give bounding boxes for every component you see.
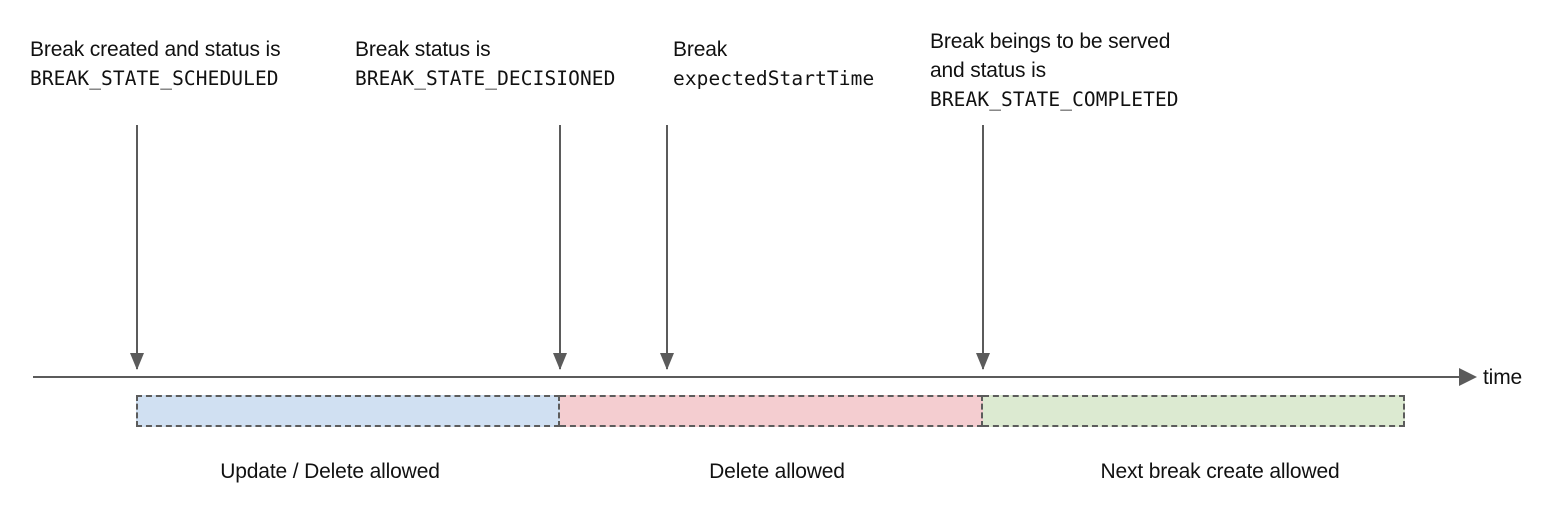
pointer-shaft (666, 125, 668, 369)
annotation-expected-start-time: Break expectedStartTime (673, 35, 874, 93)
phase-caption-delete: Delete allowed (709, 460, 845, 483)
phase-caption-next-create: Next break create allowed (1100, 460, 1340, 483)
annotation-decisioned: Break status is BREAK_STATE_DECISIONED (355, 35, 615, 93)
pointer-arrow-expected-start-time-icon (655, 125, 679, 370)
annotation-completed-line-1: Break beings to be served (930, 30, 1171, 53)
annotation-expected-start-time-line-2: expectedStartTime (673, 67, 875, 90)
arrow-right-icon (1459, 368, 1477, 386)
annotation-decisioned-line-2: BREAK_STATE_DECISIONED (355, 67, 616, 90)
phase-bar-delete (560, 395, 983, 427)
pointer-arrow-scheduled-icon (125, 125, 149, 370)
phase-bar-update-delete (136, 395, 560, 427)
pointer-arrow-completed-icon (971, 125, 995, 370)
pointer-shaft (136, 125, 138, 369)
annotation-completed: Break beings to be served and status is … (930, 27, 1179, 114)
timeline-axis-line (33, 376, 1470, 378)
annotation-decisioned-line-1: Break status is (355, 38, 491, 61)
annotation-completed-line-2: and status is (930, 59, 1046, 82)
phase-bar-next-create (983, 395, 1405, 427)
annotation-scheduled-line-1: Break created and status is (30, 38, 281, 61)
pointer-arrow-decisioned-icon (548, 125, 572, 370)
pointer-shaft (982, 125, 984, 369)
timeline-axis-label: time (1483, 366, 1523, 389)
annotation-scheduled: Break created and status is BREAK_STATE_… (30, 35, 281, 93)
phase-caption-update-delete: Update / Delete allowed (220, 460, 440, 483)
pointer-shaft (559, 125, 561, 369)
annotation-expected-start-time-line-1: Break (673, 38, 728, 61)
arrow-down-icon (130, 353, 144, 370)
annotation-completed-line-3: BREAK_STATE_COMPLETED (930, 88, 1179, 111)
arrow-down-icon (976, 353, 990, 370)
arrow-down-icon (660, 353, 674, 370)
arrow-down-icon (553, 353, 567, 370)
annotation-scheduled-line-2: BREAK_STATE_SCHEDULED (30, 67, 279, 90)
